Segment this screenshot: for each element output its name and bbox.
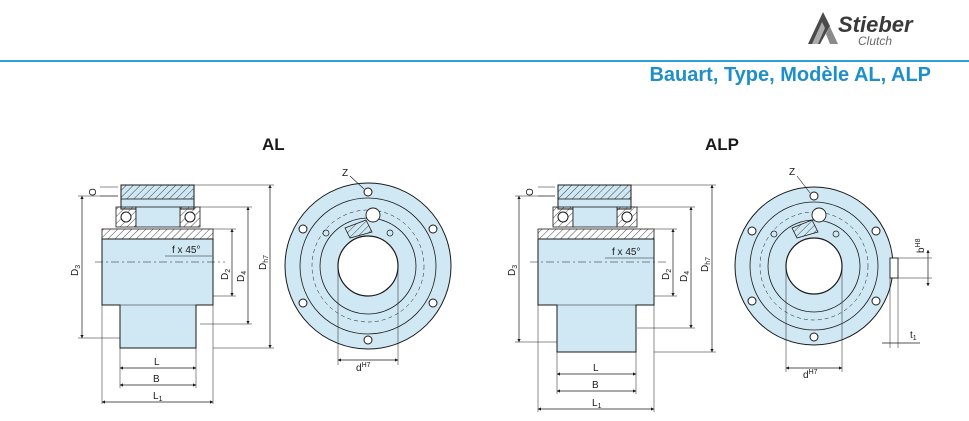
- svg-text:dH7: dH7: [356, 362, 371, 374]
- svg-text:D4: D4: [236, 271, 248, 282]
- al-dim-d4-sub: 4: [241, 271, 248, 275]
- alp-dim-d3: D: [507, 269, 518, 276]
- al-chamfer: f x 45°: [172, 245, 200, 256]
- alp-dim-o: O: [525, 188, 536, 196]
- alp-dim-dh7-sub: h7: [705, 257, 712, 265]
- svg-text:t1: t1: [910, 330, 917, 342]
- alp-dim-bore-sup: H7: [809, 369, 818, 376]
- alp-title: ALP: [705, 135, 739, 154]
- al-dim-l1: L: [153, 391, 159, 402]
- svg-text:D3: D3: [507, 265, 519, 276]
- svg-text:L1: L1: [153, 391, 163, 403]
- svg-text:bH8: bH8: [915, 238, 927, 253]
- al-dim-z: Z: [342, 168, 348, 179]
- al-section-view: AL O D3 f x 45° D2: [70, 135, 285, 404]
- alp-dim-bore: d: [803, 370, 809, 381]
- alp-dim-l: L: [593, 363, 599, 374]
- alp-dim-d2: D: [661, 273, 672, 280]
- alp-dim-key-width: b: [916, 247, 927, 253]
- svg-text:D2: D2: [220, 269, 232, 280]
- alp-dim-d4-sub: 4: [684, 271, 691, 275]
- svg-text:Dh7: Dh7: [258, 255, 270, 270]
- alp-dim-d4: D: [679, 275, 690, 282]
- al-dim-bore-sup: H7: [362, 362, 371, 369]
- al-dim-d3: D: [70, 269, 81, 276]
- alp-dim-key-depth-sub: 1: [913, 335, 917, 342]
- svg-text:D4: D4: [679, 271, 691, 282]
- alp-dim-z: Z: [789, 167, 795, 178]
- alp-dim-key-depth: t: [910, 330, 913, 341]
- alp-dim-d3-sub: 3: [512, 265, 519, 269]
- svg-text:Dh7: Dh7: [700, 257, 712, 272]
- al-dim-bore: d: [356, 363, 362, 374]
- al-dim-d4: D: [236, 275, 247, 282]
- svg-text:D3: D3: [70, 265, 82, 276]
- alp-dim-b: B: [592, 380, 599, 391]
- brand-subtitle: Clutch: [858, 34, 893, 48]
- al-front-view: Z dH7: [284, 168, 452, 374]
- svg-text:dH7: dH7: [803, 369, 818, 381]
- brand-name: Stieber: [838, 12, 913, 37]
- alp-dim-l1: L: [592, 398, 598, 409]
- alp-dim-dh7: D: [700, 265, 711, 272]
- al-dim-d3-sub: 3: [75, 265, 82, 269]
- stieber-logo-icon: [808, 12, 838, 44]
- al-dim-dh7-sub: h7: [263, 255, 270, 263]
- al-dim-b: B: [153, 374, 160, 385]
- alp-dim-key-width-sup: H8: [915, 238, 922, 247]
- page-heading: Bauart, Type, Modèle AL, ALP: [649, 64, 931, 86]
- alp-dim-l1-sub: 1: [598, 403, 602, 410]
- al-dim-dh7: D: [258, 263, 269, 270]
- al-dim-d2-sub: 2: [225, 269, 232, 273]
- al-dim-o: O: [88, 188, 99, 196]
- svg-text:D2: D2: [661, 269, 673, 280]
- alp-dim-d2-sub: 2: [666, 269, 673, 273]
- al-title: AL: [262, 135, 285, 154]
- al-dim-l: L: [154, 357, 160, 368]
- alp-section-view: ALP O D3 f x 45° D2 D4 Dh7: [507, 135, 739, 412]
- alp-chamfer: f x 45°: [612, 247, 640, 258]
- alp-front-view: Z dH7 bH8 t1: [734, 167, 932, 381]
- svg-text:L1: L1: [592, 398, 602, 410]
- al-dim-d2: D: [220, 273, 231, 280]
- header-rule: [0, 60, 969, 62]
- al-dim-l1-sub: 1: [159, 396, 163, 403]
